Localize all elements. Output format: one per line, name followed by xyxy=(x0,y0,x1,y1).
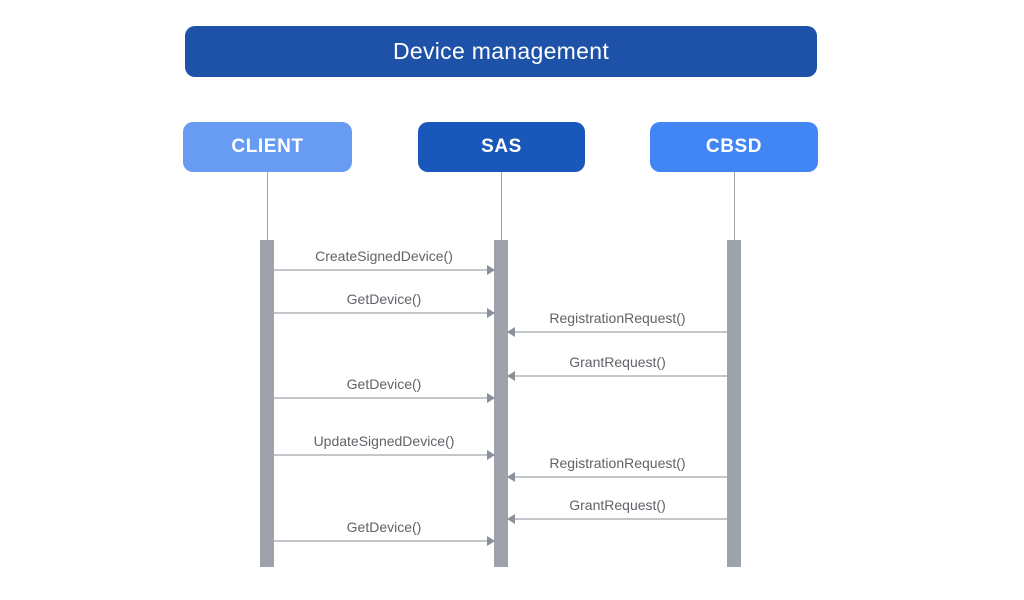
activation-bar-sas xyxy=(494,240,508,567)
message-registration-request-1: RegistrationRequest() xyxy=(507,309,727,337)
arrow-right-icon xyxy=(274,536,495,546)
message-label: GrantRequest() xyxy=(569,497,666,513)
arrow-left-icon xyxy=(507,327,727,337)
actor-cbsd-label: CBSD xyxy=(705,136,763,157)
message-update-signed-device: UpdateSignedDevice() xyxy=(274,432,495,460)
lifeline-client xyxy=(267,172,268,240)
message-label: GetDevice() xyxy=(346,519,422,535)
message-get-device-1: GetDevice() xyxy=(274,290,495,318)
arrow-right-icon xyxy=(274,265,495,275)
diagram-title: Device management xyxy=(185,26,817,77)
actor-client-label: CLIENT xyxy=(231,136,304,157)
lifeline-cbsd xyxy=(734,172,735,240)
arrow-left-icon xyxy=(507,472,727,482)
message-registration-request-2: RegistrationRequest() xyxy=(507,454,727,482)
actor-cbsd: CBSD xyxy=(650,122,818,172)
message-label: RegistrationRequest() xyxy=(549,310,686,326)
arrow-right-icon xyxy=(274,393,495,403)
message-create-signed-device: CreateSignedDevice() xyxy=(274,247,495,275)
actor-sas: SAS xyxy=(418,122,585,172)
message-get-device-3: GetDevice() xyxy=(274,518,495,546)
lifeline-sas xyxy=(501,172,502,240)
message-label: RegistrationRequest() xyxy=(549,455,686,471)
arrow-left-icon xyxy=(507,514,727,524)
arrow-right-icon xyxy=(274,308,495,318)
message-grant-request-2: GrantRequest() xyxy=(507,496,727,524)
message-get-device-2: GetDevice() xyxy=(274,375,495,403)
activation-bar-cbsd xyxy=(727,240,741,567)
actor-client: CLIENT xyxy=(183,122,352,172)
message-label: CreateSignedDevice() xyxy=(315,248,453,264)
activation-bar-client xyxy=(260,240,274,567)
arrow-right-icon xyxy=(274,450,495,460)
message-label: GetDevice() xyxy=(346,291,422,307)
message-grant-request-1: GrantRequest() xyxy=(507,353,727,381)
message-label: GrantRequest() xyxy=(569,354,666,370)
message-label: UpdateSignedDevice() xyxy=(313,433,455,449)
message-label: GetDevice() xyxy=(346,376,422,392)
arrow-left-icon xyxy=(507,371,727,381)
actor-sas-label: SAS xyxy=(481,136,522,157)
